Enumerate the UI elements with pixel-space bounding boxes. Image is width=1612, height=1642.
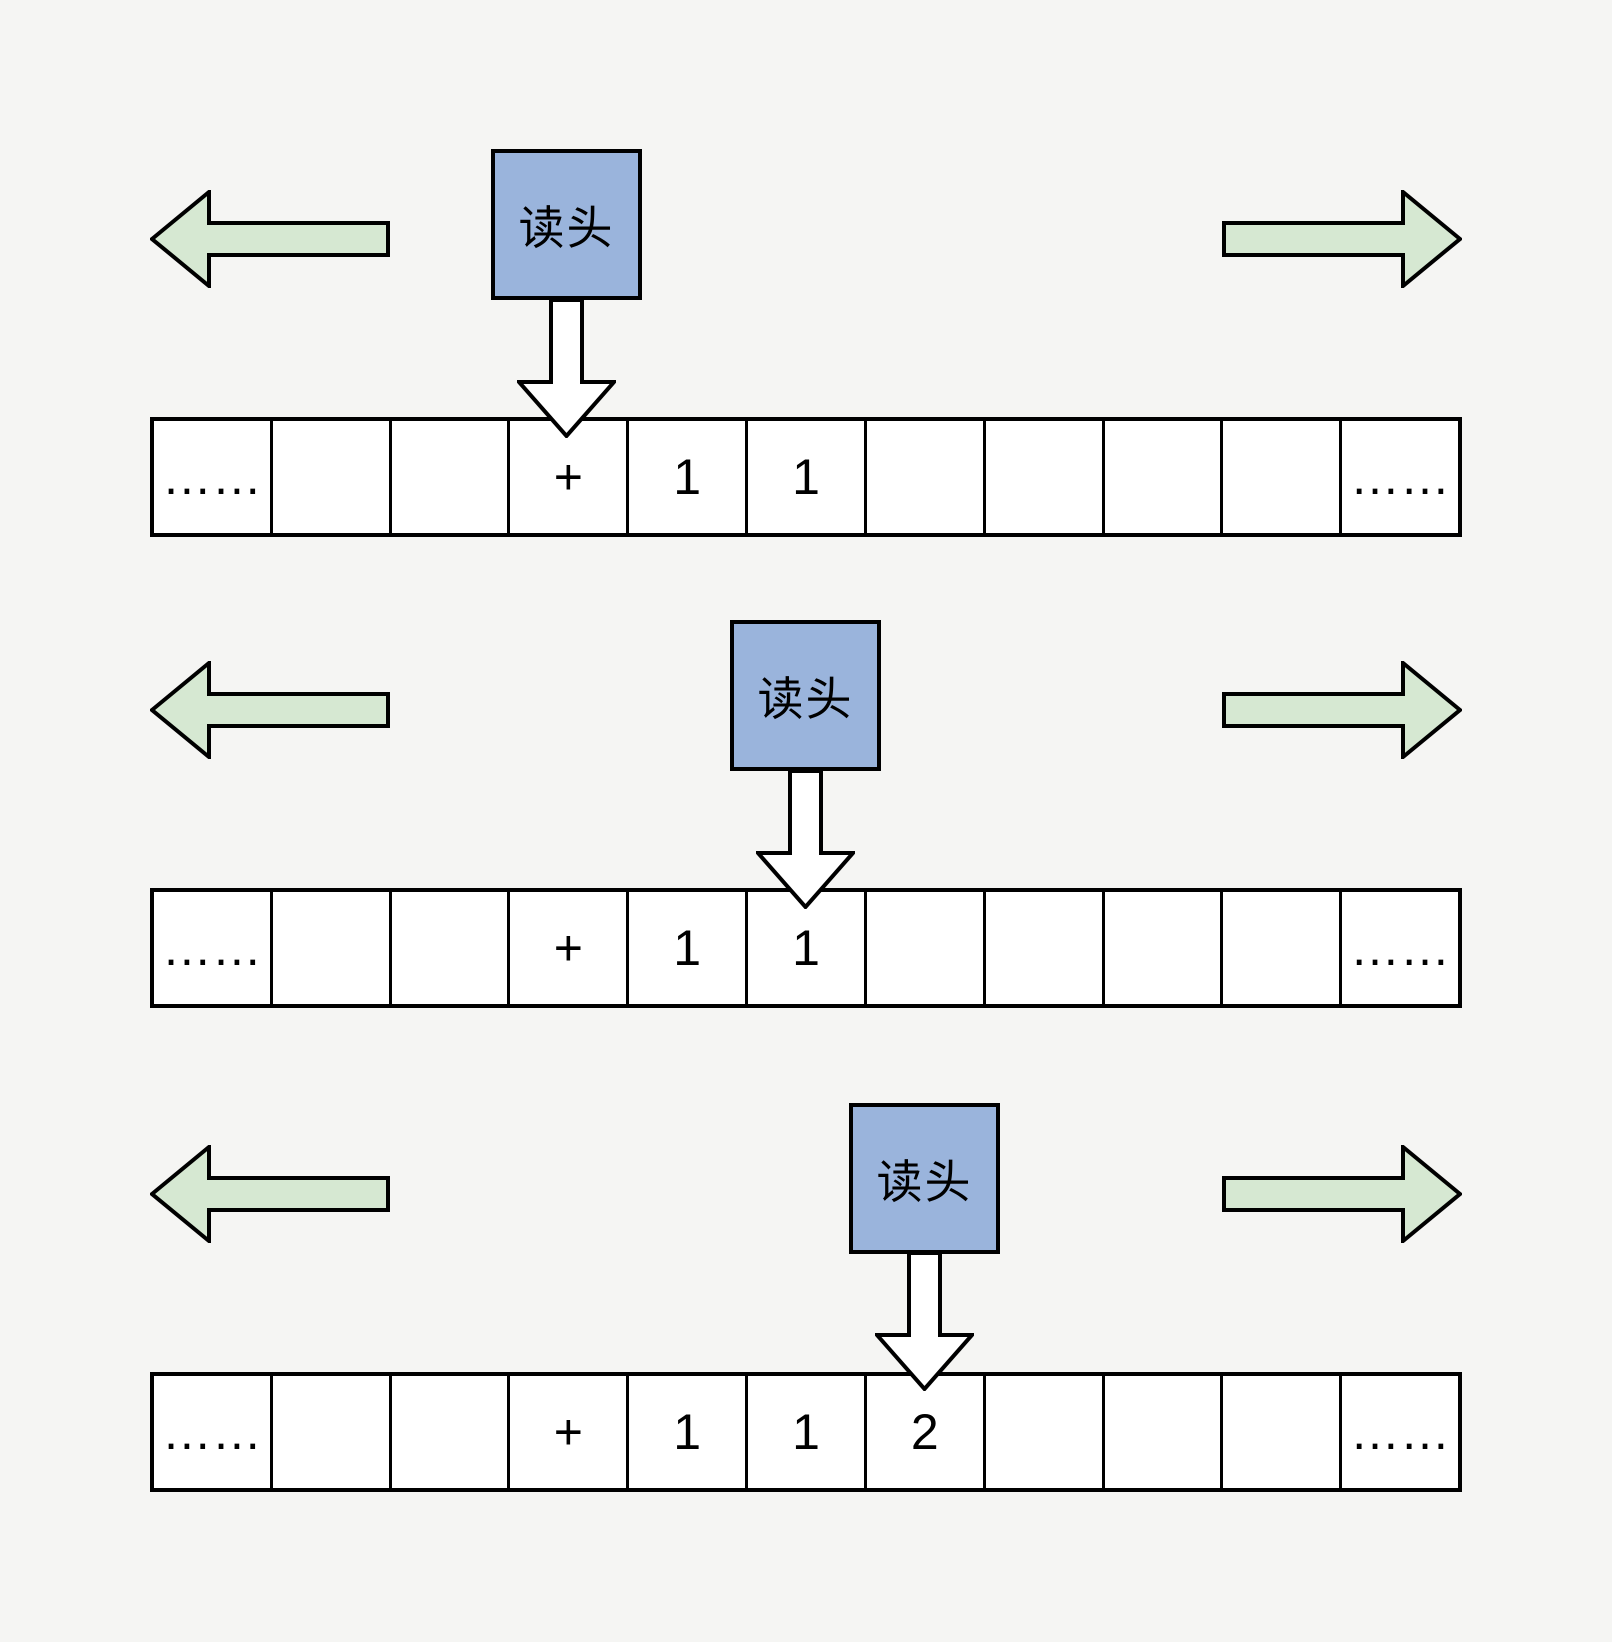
read-head-label: 读头 — [757, 672, 854, 725]
tape-cell — [982, 1376, 1102, 1488]
move-left-arrow-icon — [150, 661, 390, 759]
move-right-arrow-icon — [1222, 190, 1462, 288]
tape-cell — [1101, 1376, 1221, 1488]
tape-cell — [863, 892, 983, 1004]
tape-cell — [269, 421, 389, 533]
tape-cell: …… — [161, 449, 262, 505]
tape-cell: …… — [1339, 1376, 1458, 1488]
tape-cell: …… — [161, 920, 262, 976]
tape-cell: + — [507, 892, 626, 1004]
tape-cell — [982, 892, 1102, 1004]
read-head: 读头 — [491, 149, 642, 300]
tape-cell — [388, 892, 508, 1004]
tape-row: …… + 1 1 2 …… — [150, 1372, 1462, 1492]
head-pointer-arrow-icon — [517, 298, 616, 438]
tape-cell — [863, 421, 983, 533]
tape-cell — [1220, 1376, 1339, 1488]
tape-cell: 1 — [745, 1376, 864, 1488]
move-right-arrow-icon — [1222, 1145, 1462, 1243]
tape-cell: 1 — [745, 892, 864, 1004]
tape-cell — [388, 421, 508, 533]
tape-cell: 1 — [626, 1376, 745, 1488]
move-left-arrow-icon — [150, 1145, 390, 1243]
tape-cell: 1 — [626, 421, 745, 533]
tape-cell — [1220, 892, 1339, 1004]
tape-cell — [269, 1376, 389, 1488]
tape-cell — [1220, 421, 1339, 533]
head-pointer-arrow-icon — [875, 1251, 974, 1391]
tape-cell — [388, 1376, 508, 1488]
tape-cell — [1101, 892, 1221, 1004]
tape-cell: + — [507, 1376, 626, 1488]
read-head: 读头 — [730, 620, 881, 771]
tape-cell: 1 — [626, 892, 745, 1004]
tape-row: …… + 1 1 …… — [150, 417, 1462, 537]
tape-cell: 1 — [745, 421, 864, 533]
move-left-arrow-icon — [150, 190, 390, 288]
tape-cell — [269, 892, 389, 1004]
tape-cell: 2 — [863, 1376, 983, 1488]
read-head: 读头 — [849, 1103, 1000, 1254]
move-right-arrow-icon — [1222, 661, 1462, 759]
read-head-label: 读头 — [876, 1155, 973, 1208]
head-pointer-arrow-icon — [756, 769, 855, 909]
tape-cell — [1101, 421, 1221, 533]
read-head-label: 读头 — [518, 201, 615, 254]
tape-cell: …… — [1339, 421, 1458, 533]
tape-cell: …… — [161, 1404, 262, 1460]
tape-cell: + — [507, 421, 626, 533]
tape-cell — [982, 421, 1102, 533]
tape-cell: …… — [1339, 892, 1458, 1004]
